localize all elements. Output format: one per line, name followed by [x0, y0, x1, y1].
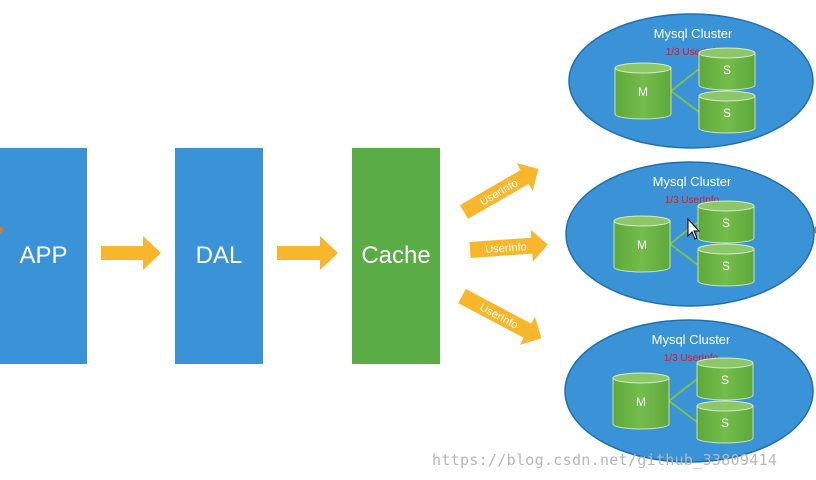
slave-db-icon-label: S [721, 373, 729, 387]
master-db-icon-label: M [638, 85, 648, 99]
slave-db-icon: S [697, 243, 755, 287]
slave-db-icon: S [696, 357, 754, 401]
edge-marker-left [0, 226, 4, 234]
arrow-dal-to-cache [277, 236, 338, 270]
mouse-cursor-icon [687, 217, 701, 240]
slave-db-icon: S [696, 400, 754, 444]
slave-db-icon: S [698, 47, 756, 91]
master-db-icon-label: M [636, 395, 646, 409]
cluster-title: Mysql Cluster [652, 332, 731, 347]
master-db-icon: M [612, 372, 670, 430]
cluster-title: Mysql Cluster [653, 174, 732, 189]
arrow-cache-to-cluster-3: UserInfo [458, 288, 542, 345]
slave-db-icon-label: S [723, 63, 731, 77]
arrow-cache-to-cluster-1: UserInfo [460, 163, 539, 219]
cache-box: Cache [352, 148, 440, 364]
slave-db-icon: S [698, 90, 756, 134]
arrow-app-to-dal [101, 236, 161, 270]
app-label: APP [19, 242, 68, 269]
slave-db-icon-label: S [723, 106, 731, 120]
slave-db-icon: S [697, 200, 755, 244]
master-db-icon: M [614, 62, 672, 120]
master-db-icon: M [613, 215, 671, 273]
dal-label: DAL [195, 242, 243, 269]
arrow-label-2: UserInfo [485, 241, 527, 256]
slave-db-icon-label: S [722, 216, 730, 230]
arrow-cache-to-cluster-2: UserInfo [469, 229, 548, 262]
cache-label: Cache [361, 242, 431, 269]
dal-box: DAL [175, 148, 263, 364]
cluster-subtitle: 1/3 UserInfo [666, 47, 721, 58]
app-box: APP [0, 148, 87, 364]
master-db-icon-label: M [637, 238, 647, 252]
slave-db-icon-label: S [721, 416, 729, 430]
watermark-url: https://blog.csdn.net/github_33809414 [432, 451, 778, 469]
cluster-title: Mysql Cluster [654, 26, 733, 41]
cluster-subtitle: 1/3 UserInfo [665, 195, 720, 206]
slave-db-icon-label: S [722, 259, 730, 273]
cluster-subtitle: 1/3 UserInfo [664, 353, 719, 364]
